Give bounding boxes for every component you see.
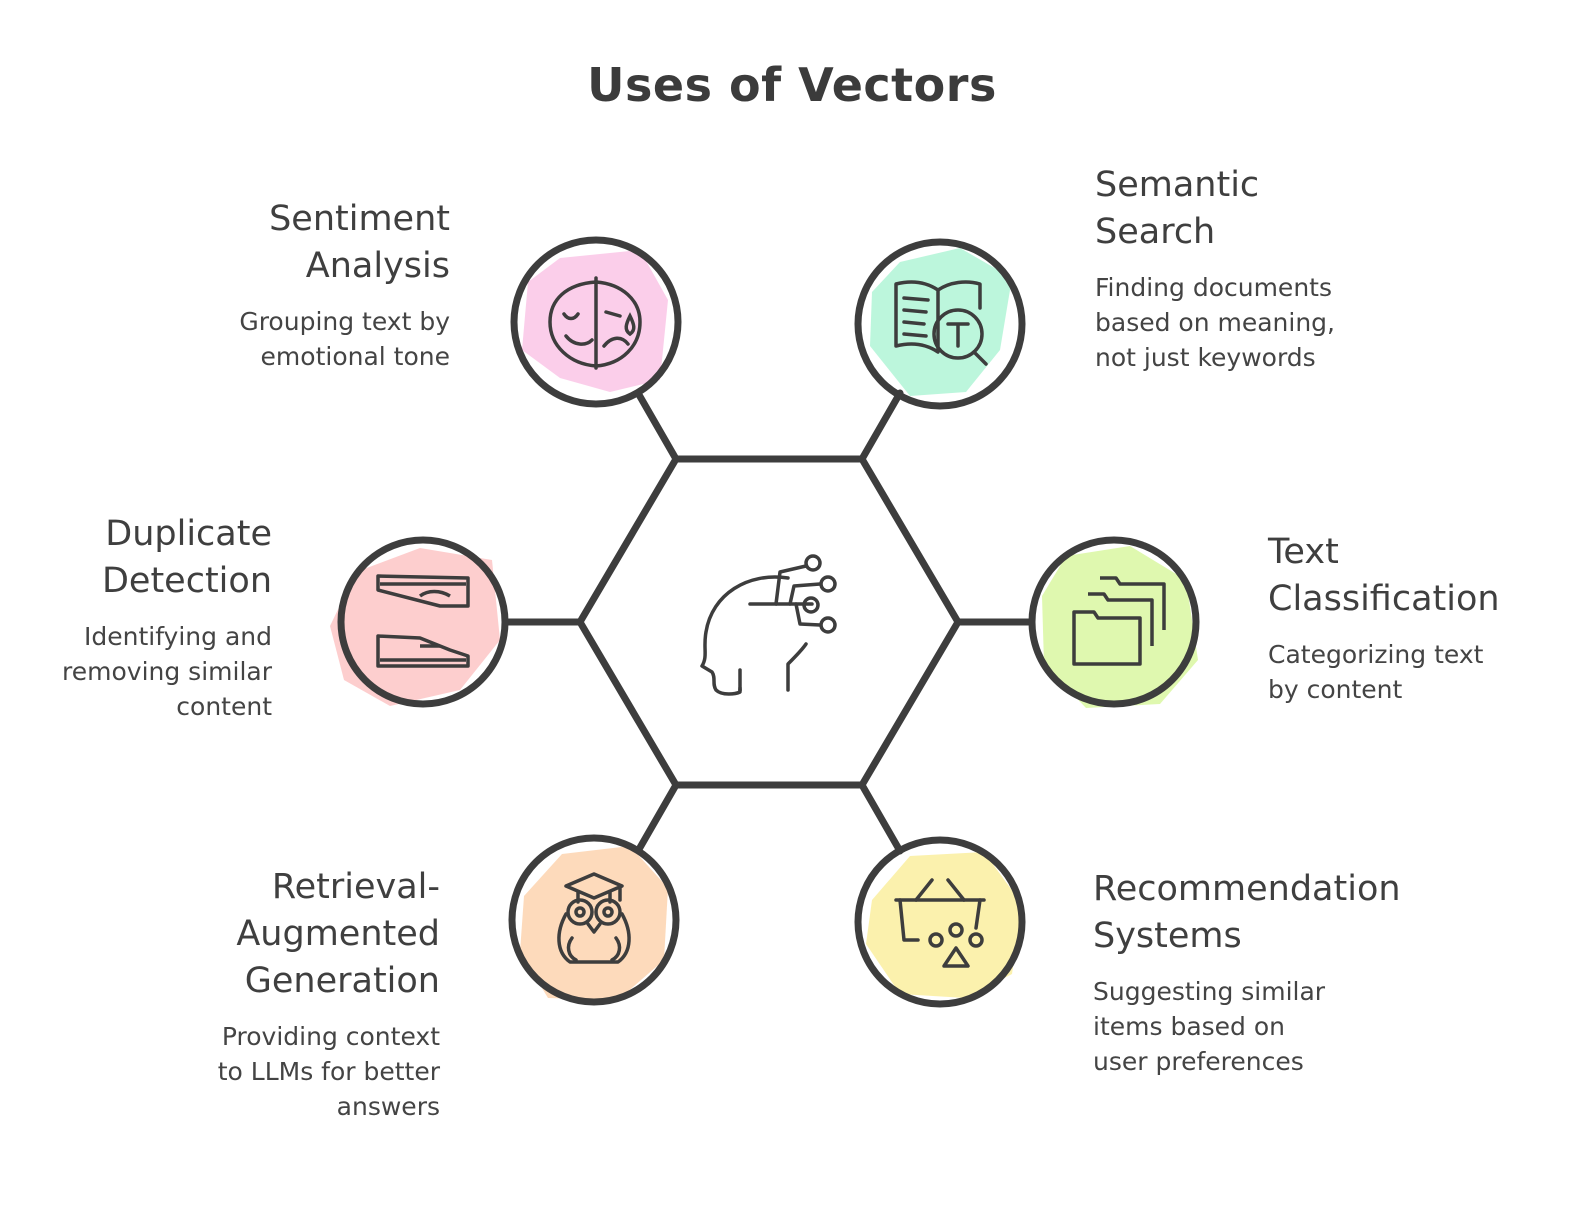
rag-heading: Retrieval- Augmented Generation bbox=[236, 867, 440, 1001]
rag-description: Providing context to LLMs for better ans… bbox=[217, 1022, 440, 1121]
sentiment-heading: Sentiment Analysis bbox=[269, 199, 450, 286]
diagram-title: Uses of Vectors bbox=[587, 58, 997, 112]
text-classification-node bbox=[1028, 536, 1200, 708]
connector-sentiment bbox=[634, 389, 680, 463]
folders-icon bbox=[1072, 576, 1166, 666]
connector-recommendation bbox=[858, 781, 904, 855]
semantic-block: Semantic Search Finding documents based … bbox=[1095, 162, 1455, 375]
recommendation-block: Recommendation Systems Suggesting simila… bbox=[1093, 866, 1453, 1079]
sentiment-node bbox=[510, 236, 682, 408]
duplicate-heading: Duplicate Detection bbox=[101, 514, 272, 601]
text-classification-highlight bbox=[1042, 546, 1198, 708]
duplicate-shoes-icon bbox=[376, 574, 470, 668]
comedy-tragedy-face-icon bbox=[548, 276, 642, 370]
semantic-description: Finding documents based on meaning, not … bbox=[1095, 273, 1336, 372]
book-search-icon bbox=[894, 280, 988, 366]
shopping-basket-icon bbox=[894, 878, 986, 968]
central-hexagon bbox=[576, 455, 962, 789]
semantic-heading: Semantic Search bbox=[1095, 165, 1260, 252]
recommendation-highlight bbox=[866, 852, 1022, 998]
rag-block: Retrieval- Augmented Generation Providin… bbox=[140, 864, 440, 1124]
sentiment-description: Grouping text by emotional tone bbox=[239, 307, 450, 371]
semantic-highlight bbox=[870, 248, 1012, 396]
text-classification-block: Text Classification Categorizing text by… bbox=[1268, 529, 1568, 707]
recommendation-heading: Recommendation Systems bbox=[1093, 869, 1401, 956]
sentiment-block: Sentiment Analysis Grouping text by emot… bbox=[150, 196, 450, 374]
connector-rag bbox=[634, 781, 680, 855]
graduate-owl-icon bbox=[557, 872, 631, 964]
rag-node bbox=[508, 834, 680, 1006]
text-classification-description: Categorizing text by content bbox=[1268, 640, 1484, 704]
duplicate-description: Identifying and removing similar content bbox=[62, 622, 272, 721]
rag-highlight bbox=[520, 846, 668, 1000]
text-classification-heading: Text Classification bbox=[1268, 532, 1500, 619]
semantic-node bbox=[854, 238, 1026, 410]
recommendation-node bbox=[854, 836, 1026, 1008]
duplicate-block: Duplicate Detection Identifying and remo… bbox=[20, 511, 272, 724]
duplicate-node bbox=[330, 536, 509, 708]
recommendation-description: Suggesting similar items based on user p… bbox=[1093, 977, 1326, 1076]
connector-semantic bbox=[858, 389, 904, 463]
head-network-icon bbox=[700, 554, 837, 696]
